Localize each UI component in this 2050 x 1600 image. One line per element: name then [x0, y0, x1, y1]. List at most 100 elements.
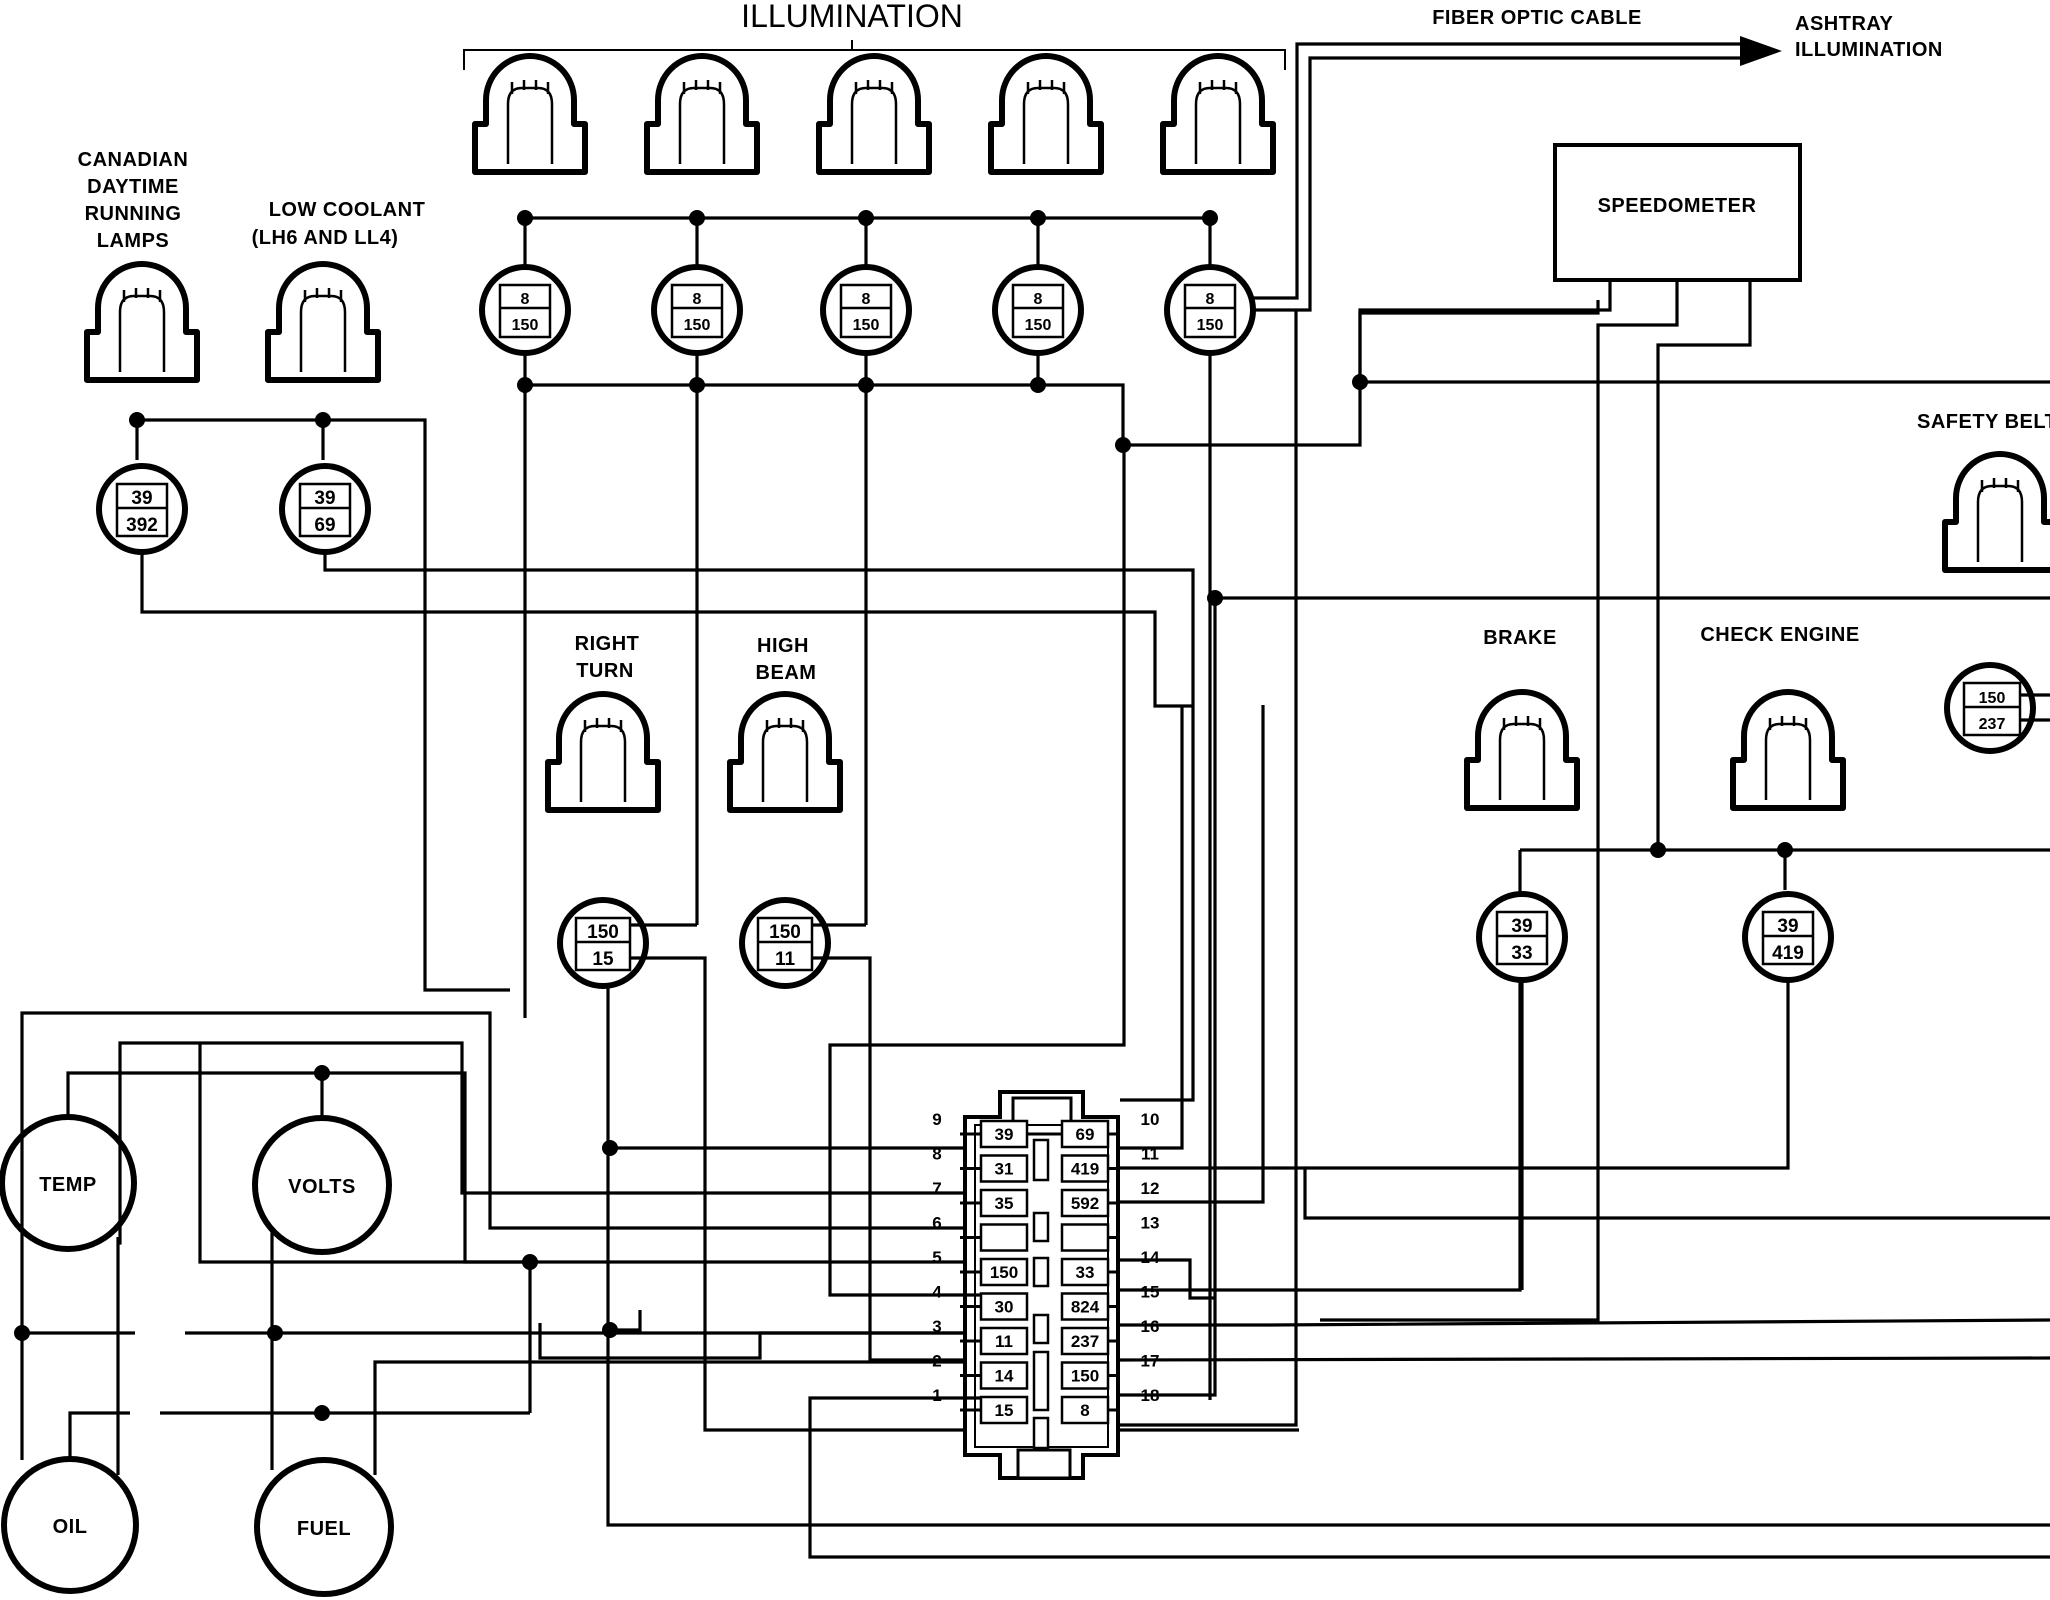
connector-cell [979, 1257, 1029, 1287]
connector-cell [979, 1119, 1029, 1149]
right-turn-ground [606, 986, 2050, 1527]
speedometer-label: SPEEDOMETER [1598, 195, 1757, 217]
socket-label: 150 [1979, 690, 2006, 707]
coolant-to-pin10 [323, 552, 1195, 1102]
fiber-arrow [1740, 36, 1782, 66]
low-coolant-bulb [268, 264, 378, 380]
low-coolant-label-1: LOW COOLANT [269, 199, 426, 221]
check-engine-socket: 39 419 [1742, 891, 1834, 983]
connector-wire-number: 31 [995, 1160, 1014, 1179]
connector-pin-number: 6 [932, 1214, 941, 1233]
connector-pin-number: 5 [932, 1248, 941, 1267]
illumination-bulb-2 [647, 56, 757, 172]
pin2-wire [808, 1396, 2050, 1559]
socket-label: 237 [1979, 716, 2006, 733]
connector-wire-number: 15 [995, 1401, 1014, 1420]
illumination-socket-3: 8 150 [820, 264, 912, 356]
illumination-socket-2: 8 150 [651, 264, 743, 356]
socket-label: 39 [314, 488, 335, 509]
socket-label: 39 [1777, 916, 1798, 937]
canadian-label-3: RUNNING [85, 203, 182, 225]
illumination-label: ILLUMINATION [741, 0, 963, 34]
socket-label: 69 [314, 515, 335, 536]
pin17-wire [1120, 596, 2050, 1397]
socket-label: 150 [769, 922, 801, 943]
canadian-label-4: LAMPS [97, 230, 170, 252]
temp-gauge: TEMP [0, 1114, 137, 1252]
temp-feed [20, 1011, 980, 1460]
high-beam-label-1: HIGH [757, 635, 809, 657]
right-turn-label-2: TURN [576, 660, 634, 682]
socket-label: 150 [512, 317, 539, 334]
pin12-wire [1120, 705, 1265, 1204]
volts-gauge: VOLTS [252, 1115, 392, 1255]
connector-pin-number: 4 [932, 1283, 942, 1302]
illumination-bulb-5 [1163, 56, 1273, 172]
socket-label: 8 [693, 291, 702, 308]
connector-pin-number: 13 [1141, 1214, 1160, 1233]
illumination-socket-5: 8 150 [1164, 264, 1256, 356]
illumination-bracket [463, 40, 1286, 70]
socket-label: 150 [1025, 317, 1052, 334]
connector-wire-number: 11 [995, 1332, 1013, 1351]
speedometer-box [1553, 143, 1802, 282]
connector-pin-number: 12 [1141, 1179, 1160, 1198]
socket-label: 8 [862, 291, 871, 308]
connector-wire-number: 69 [1076, 1125, 1095, 1144]
connector-wire-number: 150 [1071, 1367, 1099, 1386]
canadian-to-connector [140, 552, 1193, 708]
connector-wire-number: 150 [990, 1263, 1018, 1282]
connector-pin-number: 1 [932, 1386, 941, 1405]
connector-pin-number: 3 [932, 1317, 941, 1336]
connector-cell [979, 1361, 1029, 1390]
high-beam-bulb [730, 694, 840, 810]
socket-label: 15 [592, 949, 614, 970]
svg-text:OIL: OIL [53, 1516, 88, 1538]
illumination-socket-4: 8 150 [992, 264, 1084, 356]
connector-wire-number: 8 [1080, 1401, 1089, 1420]
connector-wire-number: 419 [1071, 1160, 1099, 1179]
connector-pin-number: 2 [932, 1352, 941, 1371]
pin16-wire [1119, 1356, 2050, 1362]
connector-pin-number: 8 [932, 1145, 941, 1164]
fuel-gauge: FUEL [254, 1457, 394, 1597]
brake-socket: 39 33 [1476, 891, 1568, 983]
connector-cell [979, 1395, 1029, 1425]
ashtray-label: ASHTRAY [1795, 13, 1893, 35]
connector-cell [1060, 1188, 1110, 1218]
check-engine-bulb [1733, 692, 1843, 808]
socket-label: 39 [131, 488, 152, 509]
fuel-signal [373, 1360, 980, 1475]
connector-wire-number: 14 [995, 1367, 1014, 1386]
warning-grounds [1305, 980, 1790, 1290]
low-coolant-label-2: (LH6 AND LL4) [252, 227, 399, 249]
illumination-bulb-3 [819, 56, 929, 172]
connector-cell [1060, 1223, 1110, 1252]
canadian-drl-bulb [87, 264, 197, 380]
canadian-label-1: CANADIAN [78, 149, 189, 171]
brake-label: BRAKE [1483, 627, 1557, 649]
connector-cell [1060, 1292, 1110, 1321]
connector-cell [979, 1326, 1029, 1356]
illumination-socket-1: 8 150 [479, 264, 571, 356]
connector-wire-number: 824 [1071, 1298, 1100, 1317]
ashtray-label-2: ILLUMINATION [1795, 39, 1943, 61]
socket-label: 419 [1772, 943, 1804, 964]
right-turn-socket: 150 15 [557, 897, 649, 989]
brake-bulb [1467, 692, 1577, 808]
illumination-bulb-1 [475, 56, 585, 172]
connector-cell [979, 1154, 1029, 1183]
fiber-optic-cable [1253, 42, 1740, 300]
connector-wire-number: 33 [1076, 1263, 1095, 1282]
socket-label: 392 [126, 515, 158, 536]
canadian-socket: 39 392 [96, 463, 188, 555]
speedometer-wire-1 [1358, 280, 2050, 384]
connector-wire-number: 237 [1071, 1332, 1099, 1351]
right-turn-bulb [548, 694, 658, 810]
speedometer-wire-2 [1320, 280, 1679, 1322]
connector-wire-number: 30 [995, 1298, 1014, 1317]
socket-label: 8 [1034, 291, 1043, 308]
high-beam-socket: 150 11 [739, 897, 831, 989]
